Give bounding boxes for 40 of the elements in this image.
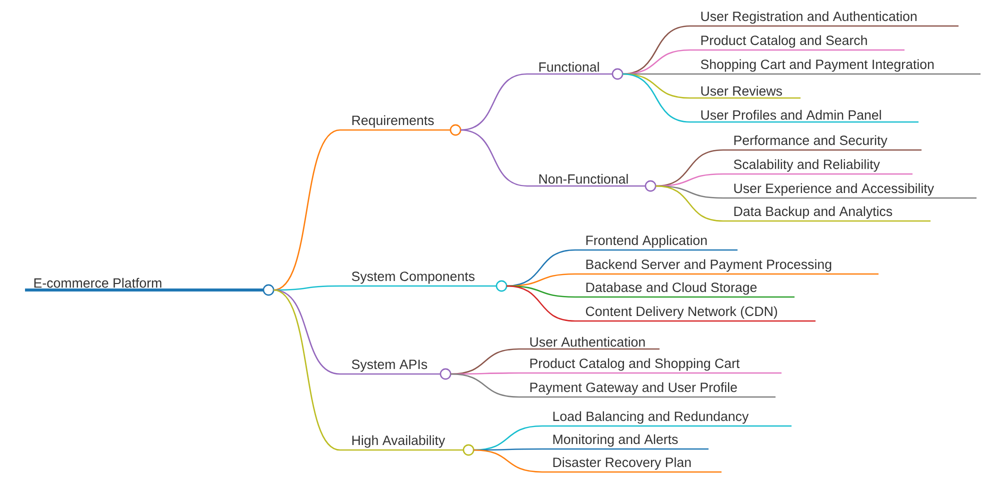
branch-label: System Components <box>340 272 508 292</box>
branch-label: Data Backup and Analytics <box>723 206 931 222</box>
branch-curve <box>460 73 528 131</box>
branch-label: Backend Server and Payment Processing <box>575 259 879 275</box>
branch-curve <box>506 285 576 322</box>
branch-label: Product Catalog and Search <box>690 35 905 51</box>
branch-curve <box>656 185 724 222</box>
branch-curve <box>622 25 690 75</box>
branch-label: Performance and Security <box>723 135 922 151</box>
branch-curve <box>273 289 340 451</box>
branch-curve <box>655 149 724 187</box>
branch-label: Frontend Application <box>575 235 738 251</box>
branch-curve <box>450 348 520 375</box>
branch-label: Content Delivery Network (CDN) <box>575 306 816 322</box>
branch-label: Functional <box>527 62 624 80</box>
branch-curve <box>474 449 542 473</box>
branch-label: Scalability and Reliability <box>723 159 913 175</box>
branch-label: Database and Cloud Storage <box>575 282 795 298</box>
branch-label: Product Catalog and Shopping Cart <box>519 358 782 374</box>
branch-curve <box>273 129 340 291</box>
branch-label: E-commerce Platform <box>25 278 274 296</box>
branch-curve <box>450 373 520 398</box>
branch-label: Payment Gateway and User Profile <box>519 382 776 398</box>
branch-curve <box>460 129 528 187</box>
branch-label: Disaster Recovery Plan <box>542 457 722 473</box>
branch-label: User Profiles and Admin Panel <box>690 110 919 123</box>
branch-curve <box>622 73 690 123</box>
branch-label: Non-Functional <box>527 174 656 192</box>
branch-label: High Availability <box>340 435 474 456</box>
branch-label: System APIs <box>340 360 452 380</box>
branch-label: Load Balancing and Redundancy <box>542 411 792 427</box>
branch-curve <box>506 249 576 287</box>
branch-label: Shopping Cart and Payment Integration <box>690 59 981 75</box>
branch-label: Monitoring and Alerts <box>542 434 709 450</box>
branch-label: User Registration and Authentication <box>690 11 959 27</box>
branch-label: User Reviews <box>690 86 801 99</box>
branch-label: User Authentication <box>519 336 660 350</box>
branch-label: User Experience and Accessibility <box>723 183 977 199</box>
branch-label: Requirements <box>340 115 462 136</box>
branch-curve <box>474 425 542 451</box>
